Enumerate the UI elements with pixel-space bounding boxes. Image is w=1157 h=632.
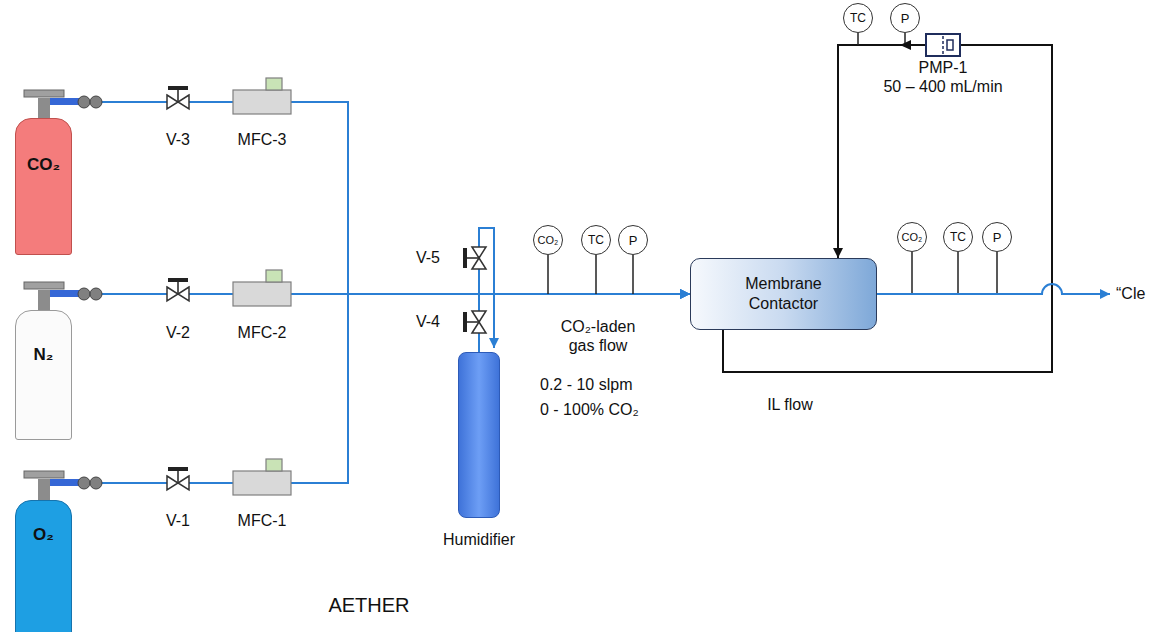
mass-flow-controller [233, 270, 291, 306]
valve-label: V-5 [416, 248, 440, 267]
gas-cylinder: CO₂ [15, 118, 72, 255]
sensor-label: TC [950, 231, 966, 243]
mass-flow-controller [233, 459, 291, 495]
sensor-label: CO₂ [538, 235, 559, 246]
flow-label: CO₂-laden gas flow [548, 317, 648, 355]
sensor-circle: TC [843, 3, 873, 33]
gas-formula: N₂ [34, 345, 54, 365]
mfc-label: MFC-3 [238, 130, 287, 149]
sensor-label: P [629, 234, 638, 247]
gas-line [44, 294, 691, 500]
sensor-circle: P [890, 3, 920, 33]
vessel-label: Humidifier [443, 531, 515, 549]
outlet-label: “Cle [1116, 284, 1145, 303]
regulator-head [24, 471, 102, 501]
valve-label: V-3 [166, 130, 190, 149]
gas-line [44, 294, 691, 310]
gas-cylinder: N₂ [15, 310, 72, 440]
valve-symbol [167, 278, 189, 301]
valve-symbol [463, 247, 486, 269]
sensor-circle: P [982, 222, 1012, 252]
mfc-label: MFC-1 [238, 511, 287, 530]
gas-line [44, 102, 691, 294]
valve-symbol [167, 467, 189, 490]
regulator-head [24, 282, 102, 312]
pump-name: PMP-1 [919, 58, 968, 77]
sensor-circle: TC [581, 225, 611, 255]
sensor-label: TC [588, 234, 604, 246]
regulator-head [24, 90, 102, 120]
sensor-label: CO₂ [902, 232, 923, 243]
concentration-range: 0 - 100% CO₂ [540, 400, 639, 419]
sensor-label: TC [850, 12, 866, 24]
humidifier-vessel: Humidifier [458, 352, 500, 518]
box-label: Membrane Contactor [728, 274, 840, 314]
pump-box: PMP-150 – 400 mL/min [925, 33, 961, 57]
system-name: AETHER [328, 593, 409, 617]
sensor-circle: CO₂ [533, 225, 563, 255]
valve-label: V-1 [166, 511, 190, 530]
flow-label: IL flow [765, 395, 815, 414]
sensor-stems [548, 33, 997, 294]
mfc-label: MFC-2 [238, 323, 287, 342]
valve-symbol [463, 311, 486, 333]
gas-cylinder: O₂ [15, 500, 72, 632]
mass-flow-controller [233, 78, 291, 114]
sensor-label: P [993, 231, 1002, 244]
flow-rate-range: 0.2 - 10 slpm [540, 375, 632, 394]
sensor-circle: P [618, 225, 648, 255]
sensor-label: P [901, 12, 910, 25]
gas-formula: O₂ [33, 525, 54, 545]
flow-arrowhead [900, 40, 911, 50]
sensor-circle: TC [943, 222, 973, 252]
sensor-circle: CO₂ [897, 222, 927, 252]
outlet-gas-line [877, 284, 1110, 294]
pump-flow-range: 50 – 400 mL/min [883, 77, 1002, 96]
pump-symbol [926, 34, 960, 56]
valve-symbol [167, 86, 189, 109]
gas-formula: CO₂ [27, 155, 60, 175]
valve-label: V-4 [416, 312, 440, 331]
membrane-contactor: Membrane Contactor [690, 258, 877, 330]
valve-label: V-2 [166, 323, 190, 342]
